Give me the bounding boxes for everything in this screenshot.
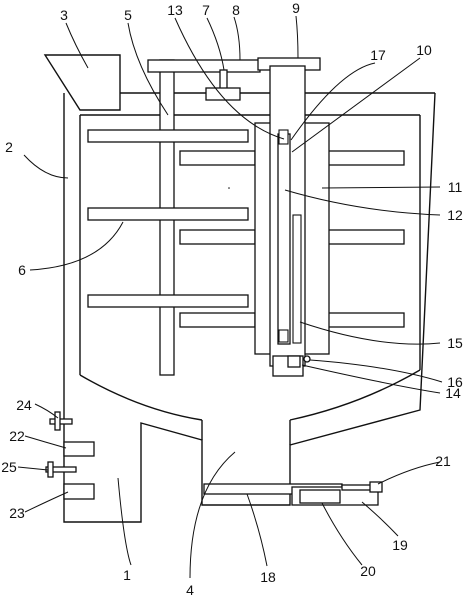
leader-12 [284,189,441,216]
leader-8 [233,16,241,61]
valve-motor [369,481,383,493]
lower-side-box [63,483,95,500]
callout-16: 16 [447,374,463,390]
callout-8: 8 [232,2,240,18]
paddle-right-3a [179,312,256,328]
valve-rod [341,484,373,491]
side-ports [45,411,95,500]
valve-actuator [299,489,341,504]
callout-2: 2 [5,139,13,155]
paddle-right-2b [327,229,405,245]
callout-15: 15 [447,335,463,351]
leader-10 [291,57,421,153]
callout-3: 3 [60,7,68,23]
callout-18: 18 [260,569,276,585]
callout-24: 24 [16,397,32,413]
leader-11 [321,186,441,189]
callout-19: 19 [392,537,408,553]
tank-outer-wall [63,92,436,523]
left-stirrer [87,59,249,376]
paddle-left-3 [87,294,249,308]
leader-23 [24,491,69,513]
paddle-right-3b [327,312,405,328]
paddle-right-1a [179,150,256,166]
leader-3 [65,22,89,69]
callout-7: 7 [202,2,210,18]
leader-20 [321,502,363,566]
leader-6 [29,221,124,271]
leader-4 [189,451,236,579]
callout-20: 20 [360,563,376,579]
leader-16 [309,359,443,383]
callout-25: 25 [1,459,17,475]
leader-24 [34,403,59,419]
callout-23: 23 [9,505,25,521]
leader-17 [290,62,376,141]
lower-bearing [278,329,289,343]
upper-side-box [63,441,95,457]
callout-9: 9 [292,0,300,16]
tank-inner-funnel [79,369,421,421]
leader-7 [206,17,225,71]
column-inner [277,133,291,345]
callout-21: 21 [435,453,451,469]
lower-port-valve [47,461,54,478]
callout-5: 5 [124,7,132,23]
paddle-right-2a [179,229,256,245]
callout-10: 10 [416,42,432,58]
paddle-right-1b [327,150,405,166]
feed-hopper [43,54,121,111]
upper-port-valve [54,411,61,431]
leader-15 [299,321,441,345]
leader-18 [246,493,268,567]
drive-beam-left [147,59,261,73]
callout-17: 17 [370,47,386,63]
leader-21 [377,461,441,485]
leader-14 [301,364,441,394]
callout-6: 6 [18,262,26,278]
leader-lines [17,15,443,579]
right-column [254,65,330,377]
upper-bearing [278,129,289,145]
paddle-left-1 [87,129,249,143]
leader-5 [127,22,169,116]
callout-13: 13 [167,2,183,18]
callout-4: 4 [186,582,194,598]
center-dot [228,187,230,189]
leader-9 [295,15,299,59]
motor-box [205,87,241,101]
leader-2 [23,154,69,179]
leader-13 [174,17,285,140]
leader-1 [117,477,132,566]
column-rod [292,214,302,344]
upper-port-pipe [49,418,73,425]
leader-19 [361,501,399,537]
callout-22: 22 [9,428,25,444]
right-paddles [179,150,405,328]
callout-12: 12 [447,207,463,223]
callout-1: 1 [123,567,131,583]
callout-11: 11 [448,179,463,195]
callout-14: 14 [445,385,461,401]
leader-22 [24,435,67,449]
sensor-box [287,355,301,368]
paddle-left-2 [87,207,249,221]
sensor-dot [303,355,311,363]
leader-25 [17,466,49,471]
callout-labels: 1 2 3 4 5 6 7 8 9 10 11 12 13 14 15 16 1… [1,0,463,598]
outlet-valve [203,481,383,506]
motor-shaft [219,69,228,91]
